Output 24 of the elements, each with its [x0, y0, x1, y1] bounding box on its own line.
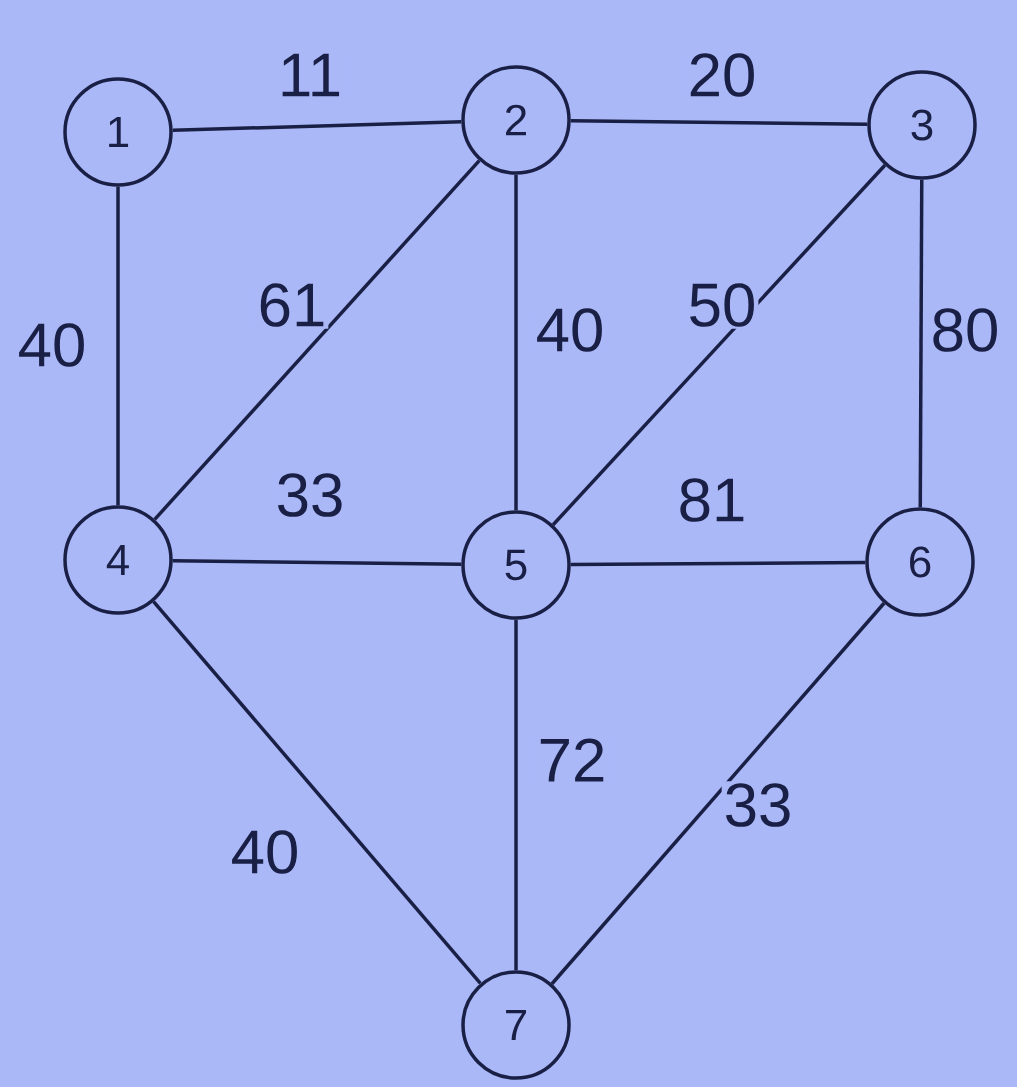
edge-label: 61 — [255, 281, 329, 329]
edge-line — [172, 119, 462, 133]
edge-label: 72 — [535, 736, 609, 784]
edge-label: 40 — [533, 306, 607, 354]
edge-label: 11 — [275, 51, 345, 99]
edge-line — [550, 602, 886, 985]
edge-line — [116, 186, 120, 506]
edge-line — [570, 118, 868, 127]
edge-label: 40 — [228, 828, 302, 876]
edge-line — [172, 558, 462, 567]
edge-line — [514, 619, 518, 971]
edge-label: 33 — [721, 781, 795, 829]
edge-label: 33 — [273, 471, 347, 519]
edge-label: 50 — [685, 281, 759, 329]
edge-label: 40 — [15, 321, 89, 369]
edge-line — [153, 159, 481, 521]
edge-label: 81 — [675, 476, 749, 524]
edge-line — [570, 560, 866, 567]
edge-label: 80 — [928, 306, 1002, 354]
edge-line — [514, 174, 518, 511]
edge-line — [551, 164, 887, 526]
edge-line — [152, 600, 482, 985]
edge-line — [918, 179, 924, 508]
edge-label: 20 — [685, 51, 759, 99]
